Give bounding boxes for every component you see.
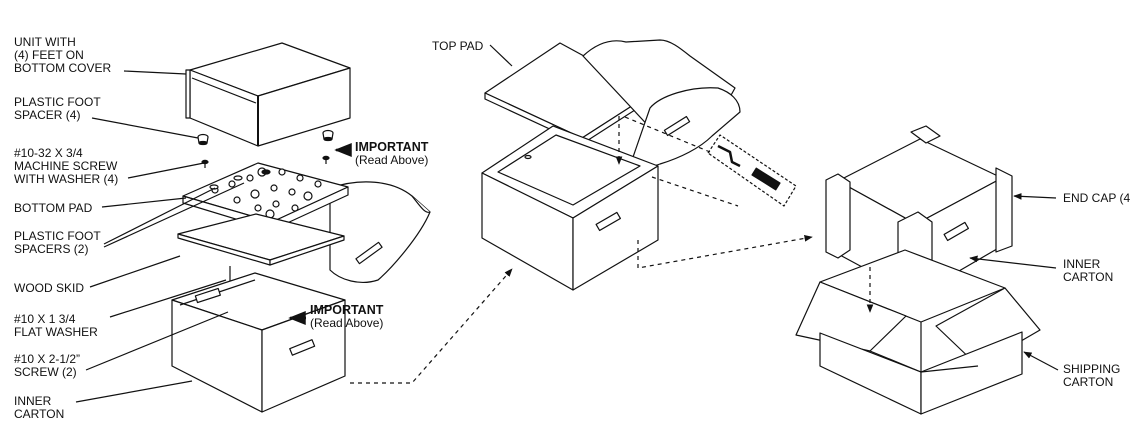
foot-spacer-2 bbox=[322, 129, 334, 142]
label-top-pad: TOP PAD bbox=[432, 39, 484, 53]
label-screw: #10 X 2-1/2” SCREW (2) bbox=[14, 352, 81, 379]
middle-assembly bbox=[481, 39, 797, 291]
unit-box bbox=[185, 42, 351, 147]
label-shipping-carton: SHIPPING CARTON bbox=[1063, 362, 1121, 389]
inner-carton-middle bbox=[481, 125, 659, 291]
left-assembly bbox=[171, 42, 431, 413]
label-inner-carton-right: INNER CARTON bbox=[1063, 257, 1114, 284]
label-unit-with-feet: UNIT WITH (4) FEET ON BOTTOM COVER bbox=[14, 35, 112, 75]
label-plastic-foot-spacer-4: PLASTIC FOOT SPACER (4) bbox=[14, 95, 101, 122]
hardware-bag bbox=[707, 134, 797, 207]
leader-lines bbox=[75, 44, 1059, 403]
inner-carton-left bbox=[171, 272, 346, 413]
label-important-bottom: IMPORTANT (Read Above) bbox=[310, 303, 384, 330]
label-end-cap: END CAP (4 bbox=[1063, 191, 1131, 205]
label-wood-skid: WOOD SKID bbox=[14, 281, 85, 295]
label-flat-washer: #10 X 1 3/4 FLAT WASHER bbox=[14, 312, 98, 339]
label-important-top: IMPORTANT (Read Above) bbox=[355, 140, 429, 167]
label-plastic-foot-spacers-2: PLASTIC FOOT SPACERS (2) bbox=[14, 229, 101, 256]
label-bottom-pad: BOTTOM PAD bbox=[14, 201, 93, 215]
dashed-flow-arrows bbox=[350, 116, 874, 384]
foot-spacer-1 bbox=[197, 133, 209, 146]
bottom-pad bbox=[182, 162, 349, 231]
inner-carton-open-flap bbox=[329, 181, 431, 283]
right-assembly bbox=[795, 125, 1041, 415]
shipping-carton bbox=[795, 249, 1041, 415]
wood-skid bbox=[177, 213, 345, 266]
label-inner-carton-left: INNER CARTON bbox=[14, 394, 65, 421]
label-machine-screw: #10-32 X 3/4 MACHINE SCREW WITH WASHER (… bbox=[14, 146, 119, 186]
machine-screws bbox=[201, 155, 330, 168]
important-arrows bbox=[288, 143, 352, 325]
